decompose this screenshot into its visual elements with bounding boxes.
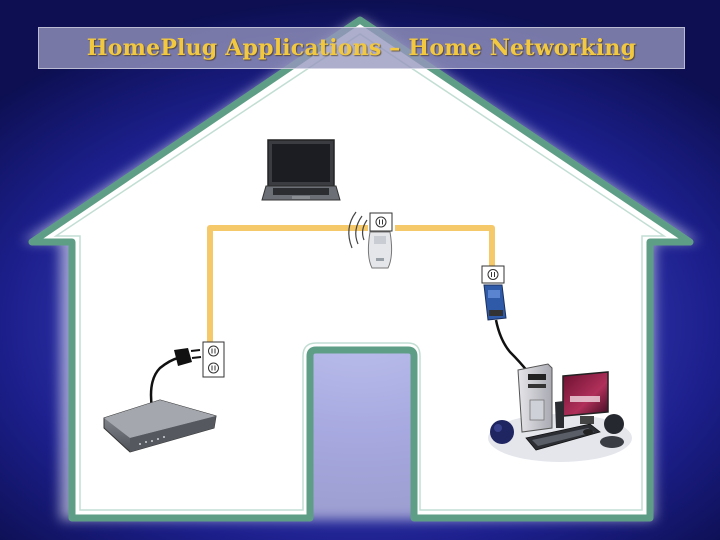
modem-power-cord: [149, 348, 202, 409]
outlet-wireless: [369, 212, 393, 232]
powerline-wiring: [207, 225, 495, 348]
outlet-modem: [202, 341, 225, 378]
title-banner: HomePlug Applications – Home Networking: [38, 27, 685, 69]
ethernet-adapter-icon: [483, 284, 529, 373]
house-inner-edge: [53, 33, 667, 511]
laptop-icon: [261, 139, 341, 201]
outlet-ethernet: [481, 265, 505, 284]
desktop-computer-icon: [488, 363, 632, 462]
page-title: HomePlug Applications – Home Networking: [86, 35, 637, 61]
modem-icon: [103, 399, 217, 453]
wifi-adapter-icon: [348, 211, 393, 269]
